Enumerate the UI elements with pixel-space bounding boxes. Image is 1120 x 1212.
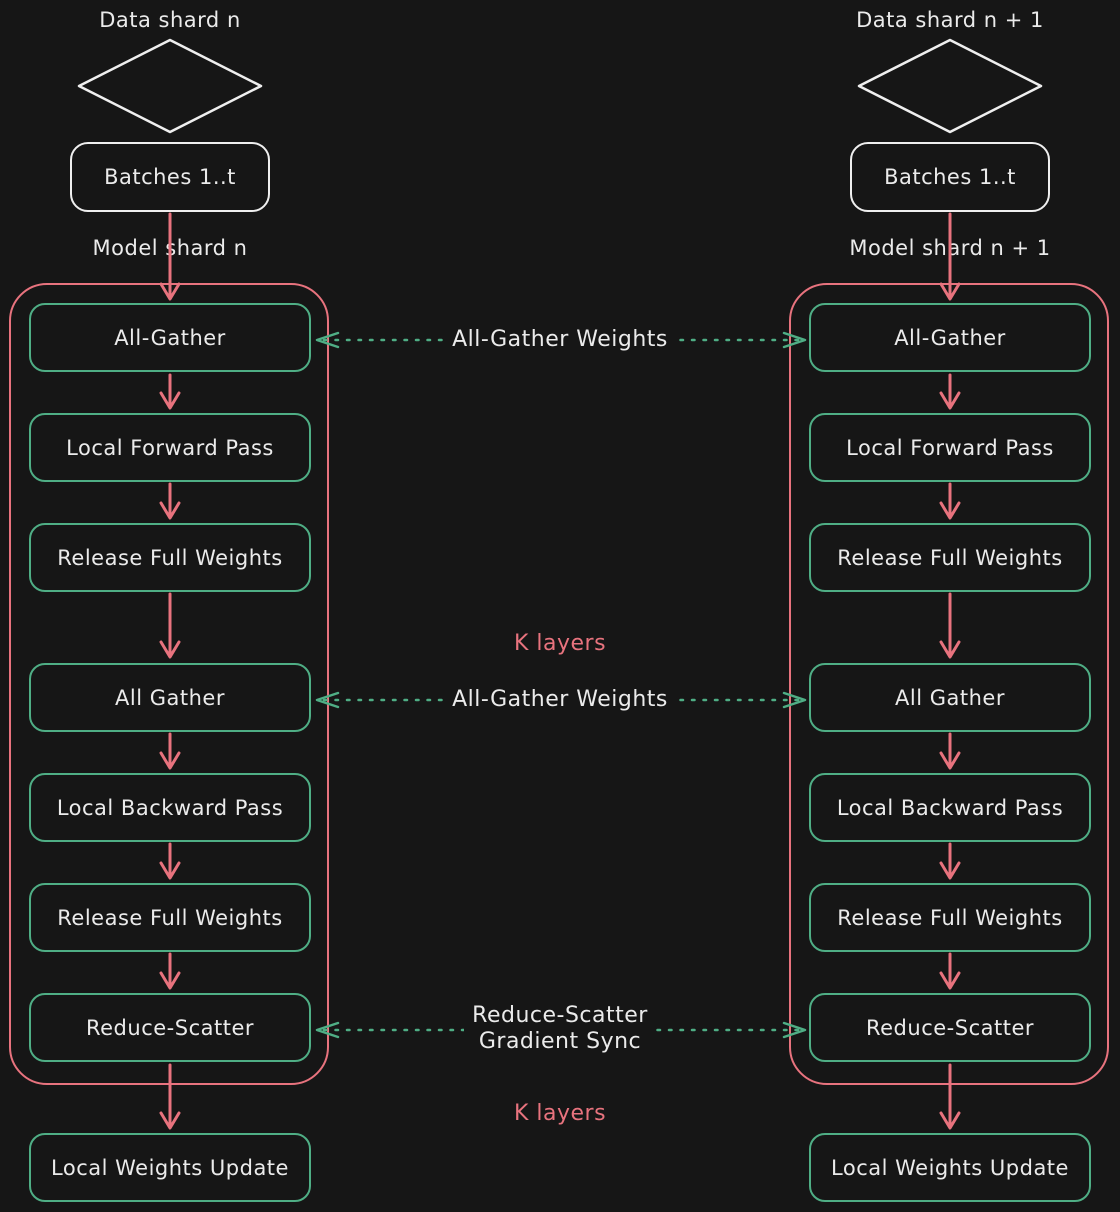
step-label: All-Gather xyxy=(114,325,226,350)
step-box-all-gather-bwd: All Gather xyxy=(29,663,311,732)
step-box-local-forward-pass: Local Forward Pass xyxy=(809,413,1091,482)
step-label: Local Weights Update xyxy=(831,1155,1069,1180)
connector-label-all-gather-weights-bwd: All-Gather Weights xyxy=(420,687,700,713)
step-box-release-full-weights-bwd: Release Full Weights xyxy=(29,883,311,952)
step-box-release-full-weights-bwd: Release Full Weights xyxy=(809,883,1091,952)
data-shard-diamond-icon xyxy=(855,36,1045,136)
step-label: All-Gather xyxy=(894,325,1006,350)
step-box-local-forward-pass: Local Forward Pass xyxy=(29,413,311,482)
step-label: Local Forward Pass xyxy=(66,435,274,460)
step-box-release-full-weights-fwd: Release Full Weights xyxy=(809,523,1091,592)
data-shard-title: Data shard n xyxy=(99,8,241,32)
step-box-local-backward-pass: Local Backward Pass xyxy=(809,773,1091,842)
step-box-local-backward-pass: Local Backward Pass xyxy=(29,773,311,842)
step-label: Local Forward Pass xyxy=(846,435,1054,460)
connector-label-text: All-Gather Weights xyxy=(444,687,676,713)
local-weights-update-box: Local Weights Update xyxy=(809,1133,1091,1202)
batches-box: Batches 1..t xyxy=(850,142,1050,212)
k-layers-label-fwd: K layers xyxy=(513,631,607,656)
model-shard-label: Model shard n + 1 xyxy=(849,236,1051,260)
step-label: Local Backward Pass xyxy=(836,795,1064,820)
k-layers-label-bwd: K layers xyxy=(513,1101,607,1126)
step-box-all-gather-fwd: All-Gather xyxy=(29,303,311,372)
batches-box: Batches 1..t xyxy=(70,142,270,212)
step-box-all-gather-fwd: All-Gather xyxy=(809,303,1091,372)
step-label: All Gather xyxy=(115,685,225,710)
model-shard-label: Model shard n xyxy=(92,236,248,260)
connector-label-text: All-Gather Weights xyxy=(444,327,676,353)
step-label: Local Weights Update xyxy=(51,1155,289,1180)
connector-label-text: Reduce-Scatter Gradient Sync xyxy=(464,1003,656,1055)
batches-label: Batches 1..t xyxy=(884,165,1016,189)
local-weights-update-box: Local Weights Update xyxy=(29,1133,311,1202)
batches-label: Batches 1..t xyxy=(104,165,236,189)
step-label: Release Full Weights xyxy=(837,905,1063,930)
step-box-all-gather-bwd: All Gather xyxy=(809,663,1091,732)
step-label: Release Full Weights xyxy=(837,545,1063,570)
column-shard-n-plus-1: Data shard n + 1 Batches 1..t Model shar… xyxy=(780,0,1120,1212)
connector-label-all-gather-weights-fwd: All-Gather Weights xyxy=(420,327,700,353)
column-shard-n: Data shard n Batches 1..t Model shard n … xyxy=(0,0,340,1212)
step-label: Release Full Weights xyxy=(57,905,283,930)
data-shard-title: Data shard n + 1 xyxy=(856,8,1044,32)
data-shard-diamond-icon xyxy=(75,36,265,136)
step-label: All Gather xyxy=(895,685,1005,710)
connector-label-line2: Gradient Sync xyxy=(478,1029,642,1054)
step-box-reduce-scatter: Reduce-Scatter xyxy=(809,993,1091,1062)
connector-label-line1: Reduce-Scatter xyxy=(472,1003,648,1028)
step-label: Release Full Weights xyxy=(57,545,283,570)
step-label: Reduce-Scatter xyxy=(85,1015,255,1040)
step-box-release-full-weights-fwd: Release Full Weights xyxy=(29,523,311,592)
step-label: Reduce-Scatter xyxy=(865,1015,1035,1040)
step-box-reduce-scatter: Reduce-Scatter xyxy=(29,993,311,1062)
connector-label-reduce-scatter-gradient-sync: Reduce-Scatter Gradient Sync xyxy=(420,1003,700,1055)
step-label: Local Backward Pass xyxy=(56,795,284,820)
